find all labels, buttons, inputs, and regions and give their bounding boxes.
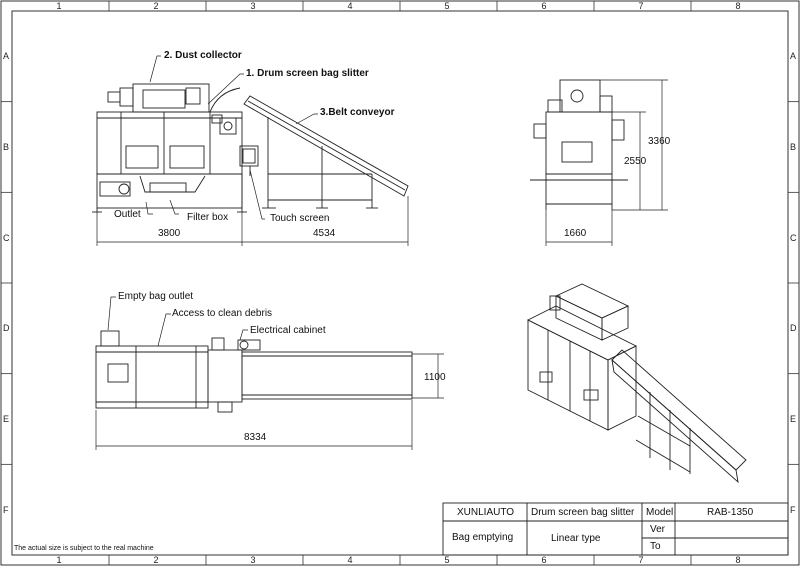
column-label-top: 3	[250, 1, 256, 11]
side-view	[92, 83, 409, 213]
column-label-bottom: 4	[347, 555, 353, 565]
title-ver-label: Ver	[650, 524, 666, 535]
title-model-value: RAB-1350	[707, 507, 754, 518]
column-label-bottom: 7	[638, 555, 644, 565]
dimension-height: 2550	[624, 156, 647, 167]
dimension-side-left: 3800	[158, 228, 181, 239]
row-label-left: A	[3, 51, 10, 62]
row-label-left: B	[3, 142, 10, 152]
top-view	[95, 330, 413, 413]
dimension-top-width: 1100	[424, 372, 446, 383]
title-company: XUNLIAUTO	[457, 507, 515, 518]
row-label-right: D	[790, 323, 797, 334]
label-dust-collector: 2. Dust collector	[164, 50, 242, 61]
title-to-label: To	[650, 541, 661, 552]
side-view-leaders	[145, 55, 318, 220]
row-label-right: C	[790, 232, 797, 243]
row-label-right: B	[790, 142, 797, 152]
title-model-label: Model	[646, 507, 674, 518]
footer-note: The actual size is subject to the real m…	[14, 545, 154, 552]
end-view	[530, 79, 628, 210]
label-filter-box: Filter box	[187, 212, 229, 223]
title-block-grid	[442, 502, 789, 556]
label-outlet: Outlet	[114, 209, 141, 220]
column-label-bottom: 5	[444, 555, 450, 565]
title-subtitle: Bag emptying	[452, 532, 514, 543]
column-label-bottom: 1	[56, 555, 62, 565]
row-label-right: E	[790, 414, 797, 424]
label-touch-screen: Touch screen	[270, 213, 330, 224]
column-label-top: 7	[638, 1, 644, 11]
dimension-total-height: 3360	[648, 136, 671, 147]
side-view-dimensions	[96, 196, 409, 246]
row-label-left: C	[3, 232, 10, 243]
inner-border	[11, 10, 789, 556]
column-label-bottom: 3	[250, 555, 256, 565]
row-label-left: F	[3, 504, 9, 515]
column-label-bottom: 2	[153, 555, 159, 565]
column-label-top: 6	[541, 1, 547, 11]
row-label-right: F	[790, 504, 796, 515]
row-label-right: A	[790, 51, 797, 62]
dimension-top-length: 8334	[244, 432, 267, 443]
column-label-top: 8	[735, 1, 741, 11]
label-drum-slitter: 1. Drum screen bag slitter	[246, 68, 369, 79]
column-label-top: 5	[444, 1, 450, 11]
label-access-debris: Access to clean debris	[172, 308, 273, 319]
column-label-top: 2	[153, 1, 159, 11]
dimension-side-right: 4534	[313, 228, 336, 239]
column-label-top: 4	[347, 1, 353, 11]
column-label-bottom: 8	[735, 555, 741, 565]
top-view-dimensions	[95, 353, 444, 450]
label-belt-conveyor: 3.Belt conveyor	[320, 107, 395, 118]
column-label-top: 1	[56, 1, 62, 11]
row-label-left: D	[3, 323, 10, 334]
end-view-dimensions	[545, 79, 668, 246]
row-label-left: E	[3, 414, 10, 424]
isometric-view	[526, 283, 747, 484]
dimension-end-width: 1660	[564, 228, 587, 239]
column-label-bottom: 6	[541, 555, 547, 565]
title-product: Drum screen bag slitter	[531, 507, 635, 518]
label-empty-bag-outlet: Empty bag outlet	[118, 291, 194, 302]
top-view-leaders	[107, 296, 248, 347]
title-type: Linear type	[551, 533, 601, 544]
label-electrical-cabinet: Electrical cabinet	[250, 325, 326, 336]
